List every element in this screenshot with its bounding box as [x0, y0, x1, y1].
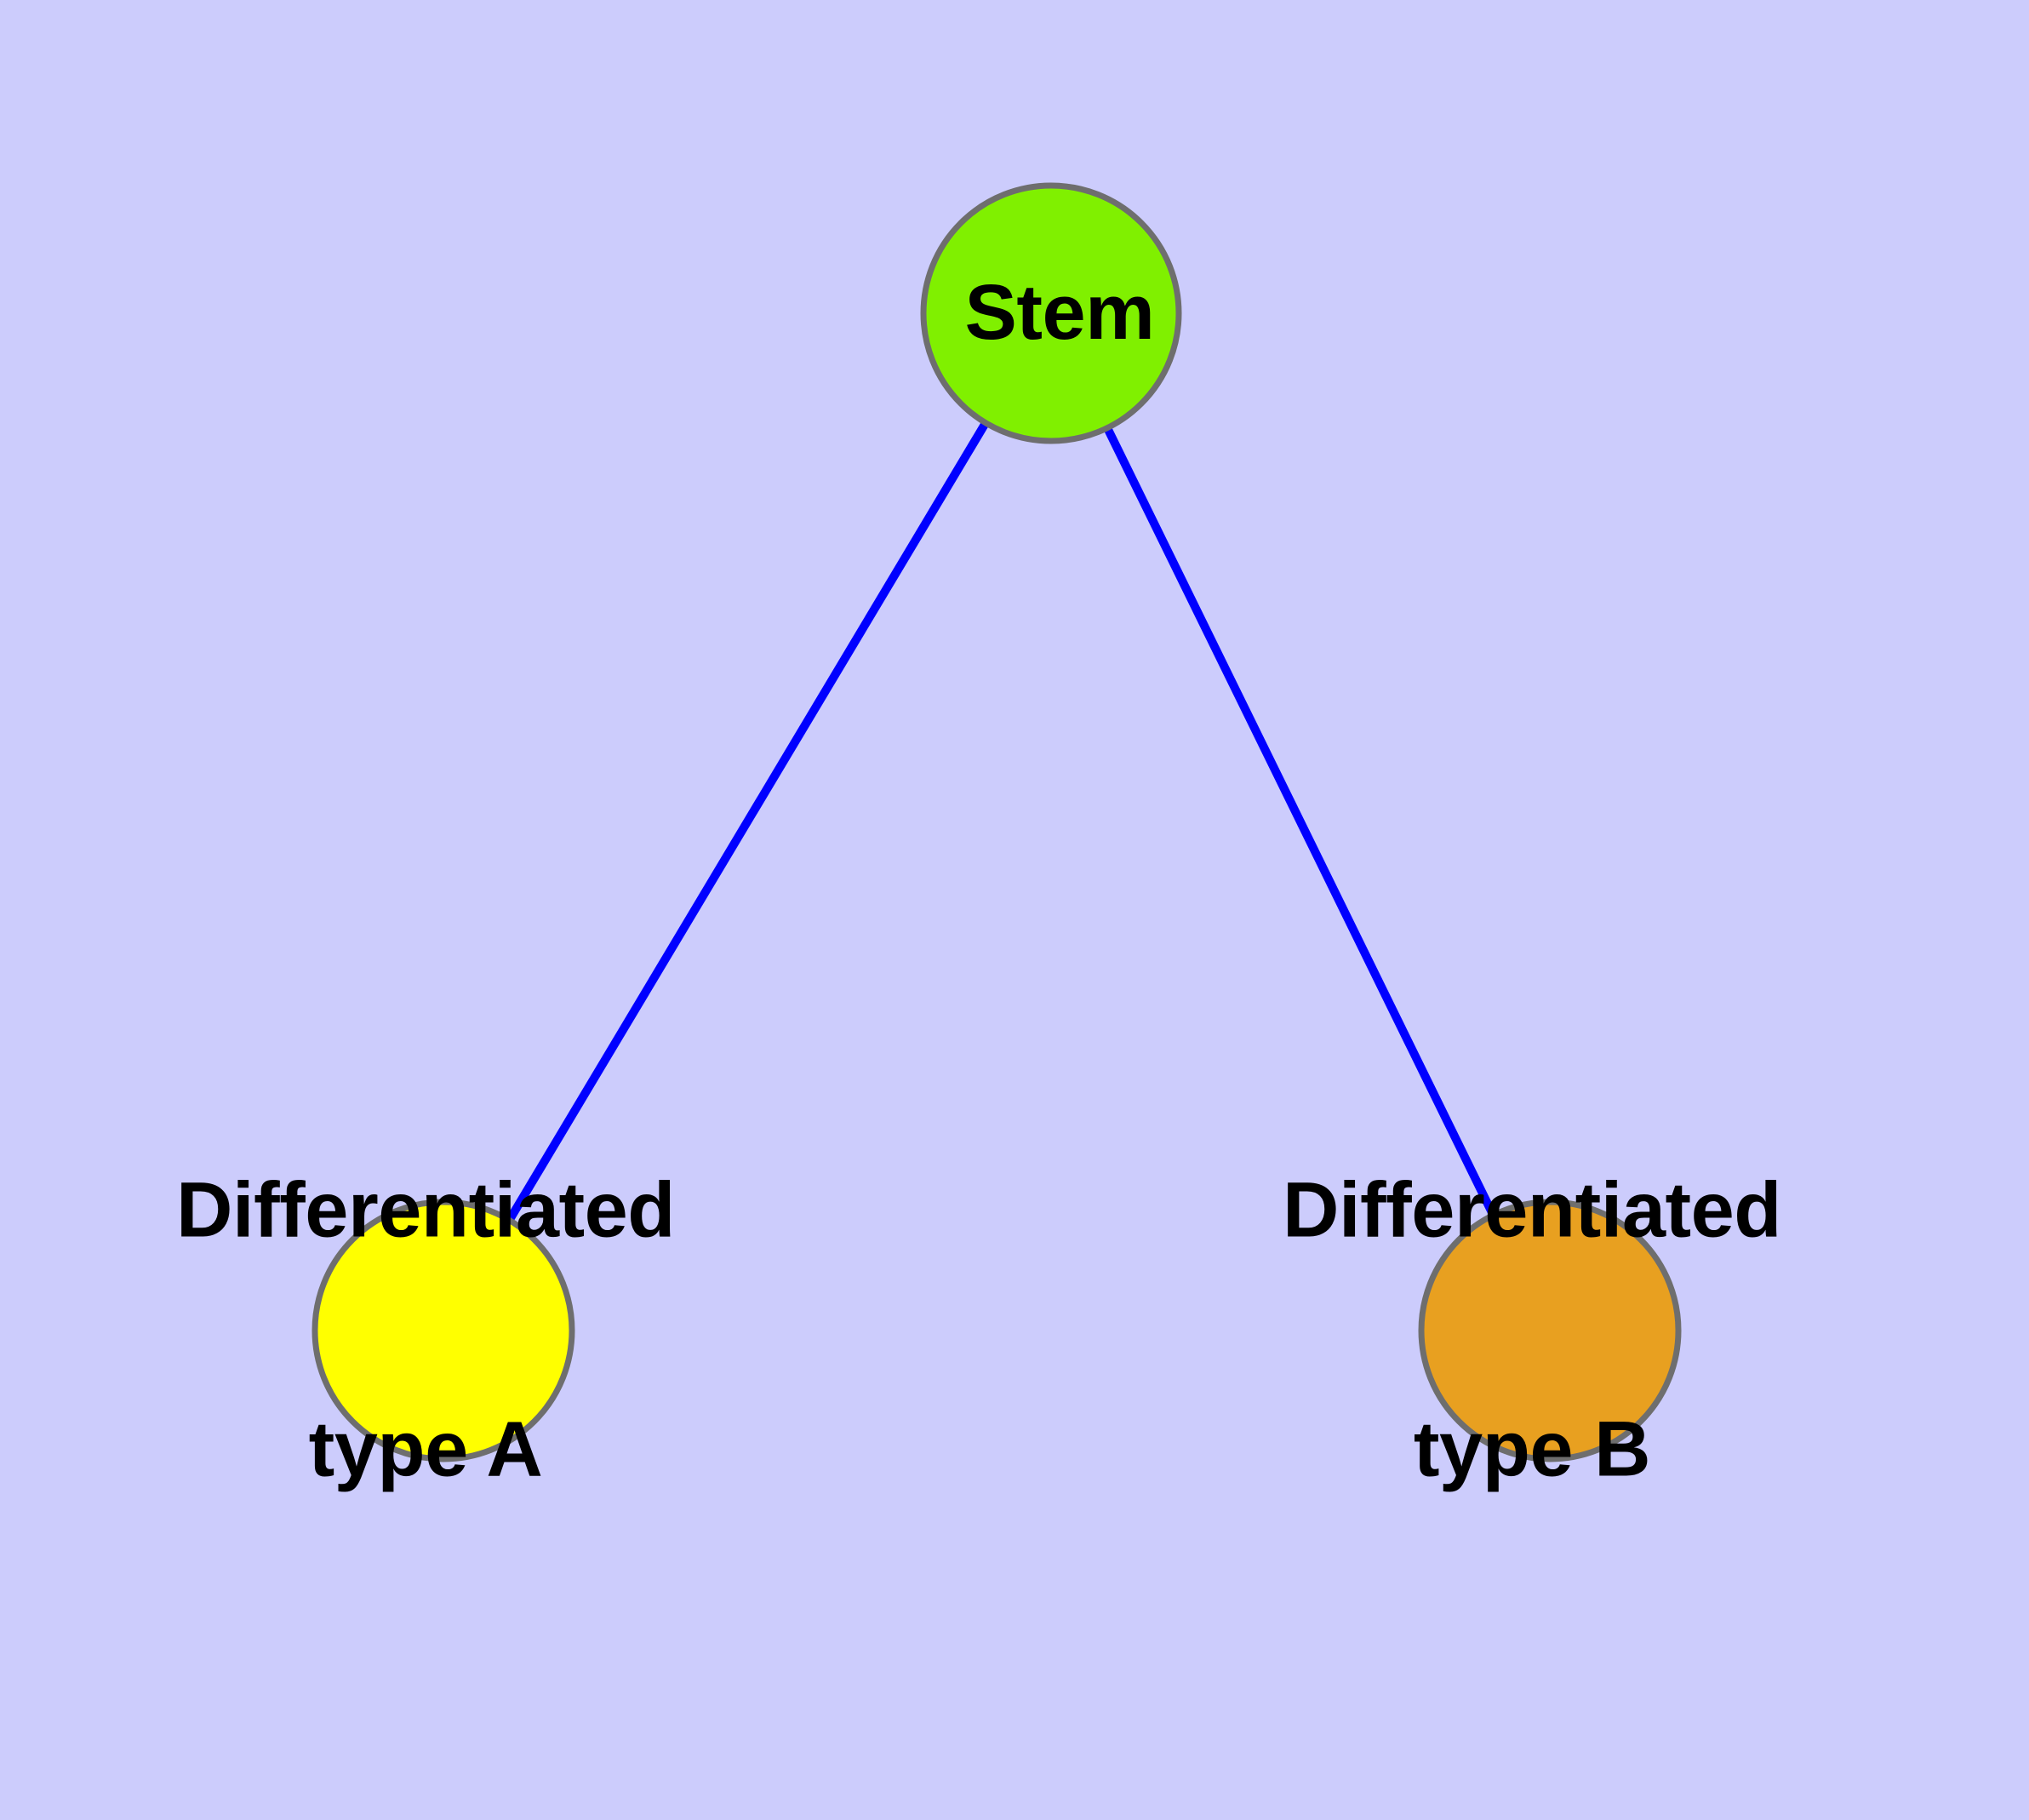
node-layer	[311, 182, 1682, 1462]
edge-stem-to-differentiated-b[interactable]	[1047, 311, 1554, 1333]
edge-stem-to-differentiated-a[interactable]	[439, 311, 1055, 1333]
node-differentiated-type-b[interactable]	[1418, 1199, 1682, 1462]
node-differentiated-type-a[interactable]	[311, 1199, 575, 1462]
node-stem[interactable]	[920, 182, 1182, 444]
edge-layer	[439, 311, 1554, 1333]
